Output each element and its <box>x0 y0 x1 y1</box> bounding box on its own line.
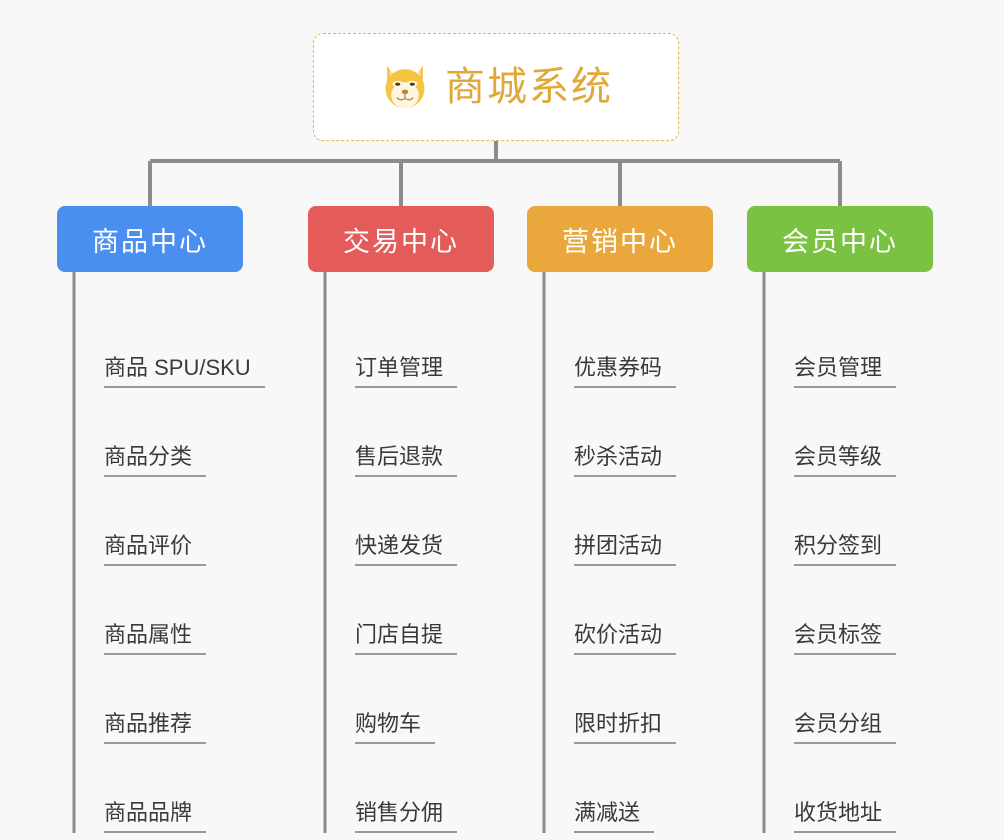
leaf-item[interactable]: 会员管理 <box>764 344 897 388</box>
leaf-item-label: 销售分佣 <box>355 800 458 833</box>
leaf-item-label: 满减送 <box>574 800 655 833</box>
leaf-item-label: 售后退款 <box>355 444 458 477</box>
leaf-item[interactable]: 门店自提 <box>325 611 458 655</box>
leaf-item[interactable]: 会员等级 <box>764 433 897 477</box>
leaf-item[interactable]: 优惠券码 <box>544 344 677 388</box>
leaf-item[interactable]: 秒杀活动 <box>544 433 677 477</box>
leaf-item[interactable]: 销售分佣 <box>325 789 458 833</box>
leaf-item[interactable]: 会员分组 <box>764 700 897 744</box>
leaf-item[interactable]: 满减送 <box>544 789 655 833</box>
leaf-item[interactable]: 订单管理 <box>325 344 458 388</box>
leaf-item[interactable]: 砍价活动 <box>544 611 677 655</box>
leaf-item-label: 商品 SPU/SKU <box>104 355 265 388</box>
leaf-item-label: 商品推荐 <box>104 711 207 744</box>
leaf-item[interactable]: 会员标签 <box>764 611 897 655</box>
leaf-item[interactable]: 商品属性 <box>74 611 207 655</box>
leaf-item[interactable]: 购物车 <box>325 700 436 744</box>
leaf-item-label: 优惠券码 <box>574 355 677 388</box>
leaf-item[interactable]: 商品 SPU/SKU <box>74 344 265 388</box>
leaf-item-label: 会员分组 <box>794 711 897 744</box>
leaf-item[interactable]: 积分签到 <box>764 522 897 566</box>
leaf-item-label: 收货地址 <box>794 800 897 833</box>
leaf-item-label: 商品品牌 <box>104 800 207 833</box>
leaf-item-label: 购物车 <box>355 711 436 744</box>
category-header-2[interactable]: 交易中心 <box>308 206 494 272</box>
leaf-item-label: 限时折扣 <box>574 711 677 744</box>
leaf-item-label: 秒杀活动 <box>574 444 677 477</box>
leaf-item-label: 商品属性 <box>104 622 207 655</box>
leaf-item-label: 会员标签 <box>794 622 897 655</box>
category-header-3[interactable]: 营销中心 <box>527 206 713 272</box>
shiba-dog-face-icon <box>385 65 425 109</box>
leaf-item[interactable]: 快递发货 <box>325 522 458 566</box>
leaf-item-label: 积分签到 <box>794 533 897 566</box>
leaf-item-label: 订单管理 <box>355 355 458 388</box>
leaf-item-label: 商品分类 <box>104 444 207 477</box>
leaf-item-label: 门店自提 <box>355 622 458 655</box>
leaf-item-label: 会员等级 <box>794 444 897 477</box>
leaf-item-label: 砍价活动 <box>574 622 677 655</box>
leaf-item[interactable]: 限时折扣 <box>544 700 677 744</box>
leaf-item[interactable]: 商品品牌 <box>74 789 207 833</box>
leaf-item[interactable]: 售后退款 <box>325 433 458 477</box>
leaf-item[interactable]: 收货地址 <box>764 789 897 833</box>
leaf-item-label: 快递发货 <box>355 533 458 566</box>
leaf-item-label: 会员管理 <box>794 355 897 388</box>
leaf-item[interactable]: 商品评价 <box>74 522 207 566</box>
leaf-item[interactable]: 拼团活动 <box>544 522 677 566</box>
category-header-1[interactable]: 商品中心 <box>57 206 243 272</box>
leaf-item[interactable]: 商品分类 <box>74 433 207 477</box>
root-node[interactable]: 商城系统 <box>313 33 679 141</box>
leaf-item-label: 拼团活动 <box>574 533 677 566</box>
root-title: 商城系统 <box>445 65 613 109</box>
category-header-4[interactable]: 会员中心 <box>747 206 933 272</box>
leaf-item[interactable]: 商品推荐 <box>74 700 207 744</box>
leaf-item-label: 商品评价 <box>104 533 207 566</box>
